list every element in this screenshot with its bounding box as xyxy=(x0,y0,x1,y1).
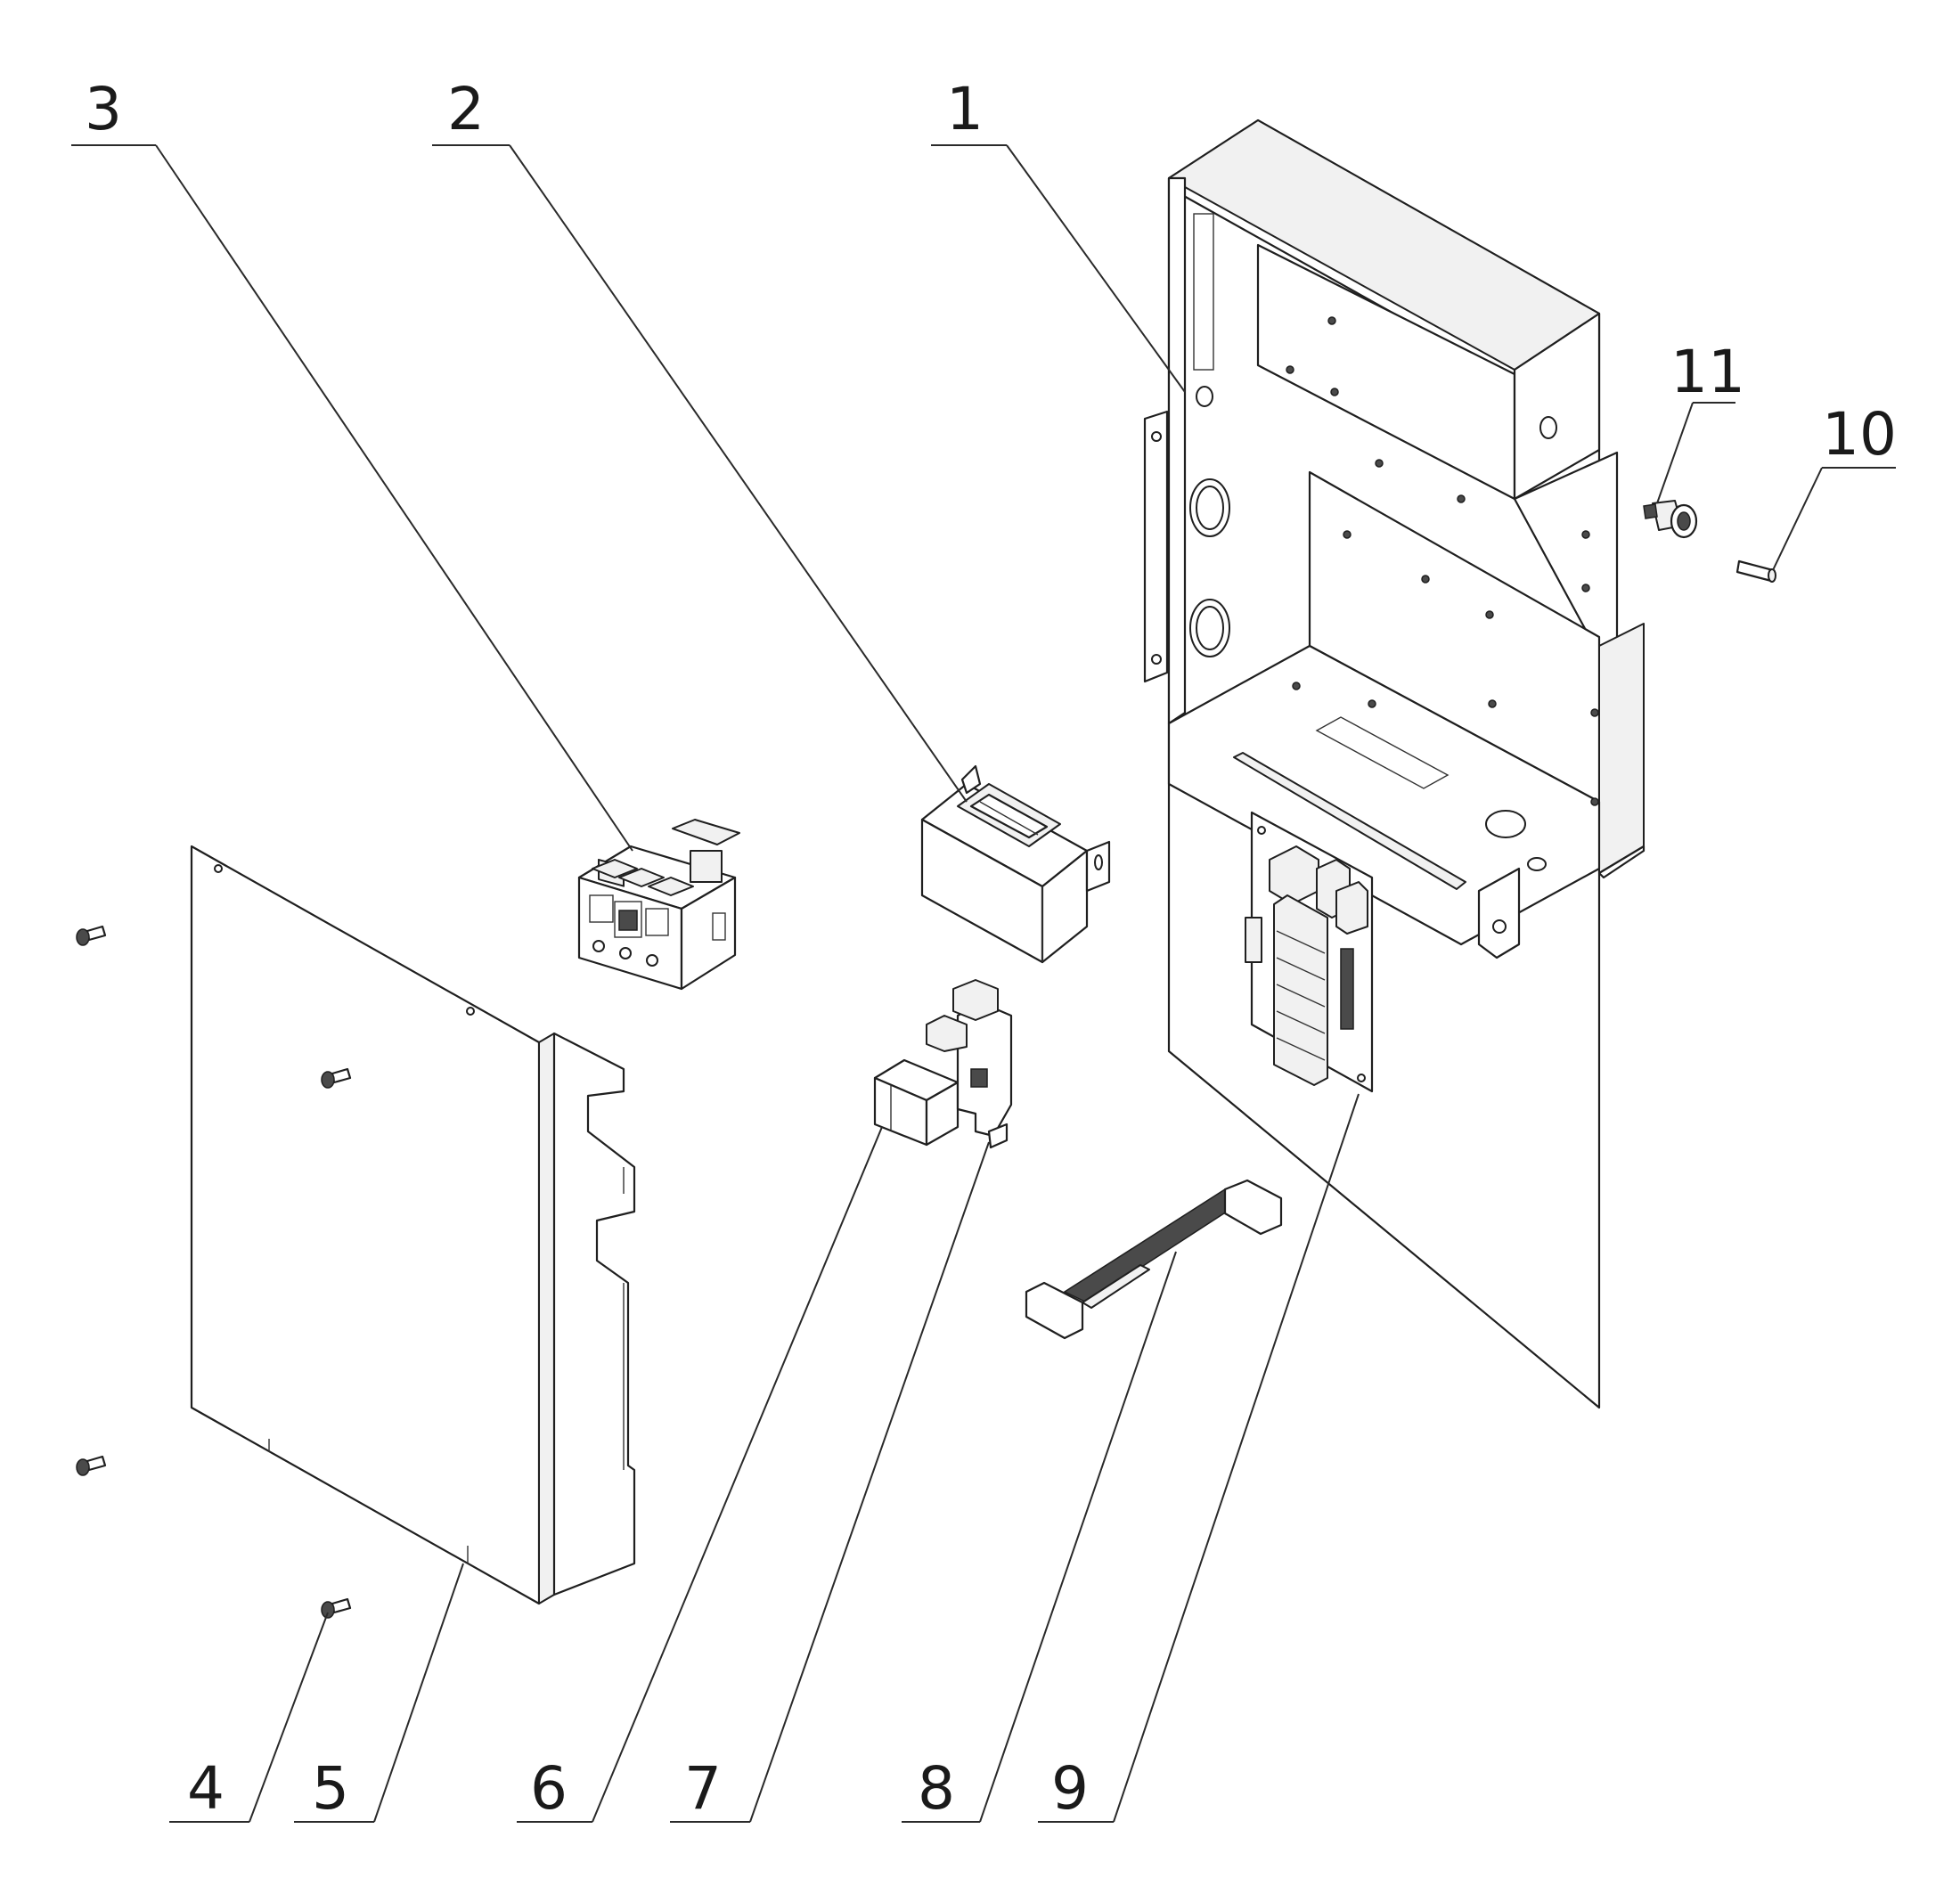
leader-6 xyxy=(592,1126,883,1823)
callout-10: 10 xyxy=(1822,400,1897,469)
leader-4 xyxy=(249,1612,329,1823)
part-5-cover-panel xyxy=(190,845,636,1605)
callout-4: 4 xyxy=(187,1754,225,1823)
callout-1: 1 xyxy=(946,75,984,143)
leader-3 xyxy=(155,144,633,852)
callout-6: 6 xyxy=(530,1754,568,1823)
leader-7 xyxy=(749,1141,990,1823)
leader-8 xyxy=(979,1251,1177,1823)
screw-c xyxy=(76,1455,107,1476)
callout-2: 2 xyxy=(447,75,485,143)
screw-a xyxy=(76,925,107,946)
part-4-screws xyxy=(76,925,352,1619)
callout-9: 9 xyxy=(1051,1754,1089,1823)
part-8-ribbon-cable xyxy=(1025,1179,1283,1340)
part-1-enclosure-box xyxy=(1143,118,1646,1409)
leader-2 xyxy=(509,144,968,803)
callout-labels: 3 2 1 11 10 4 5 6 7 8 9 xyxy=(85,75,1897,1823)
callout-8: 8 xyxy=(918,1754,955,1823)
part-2-transformer xyxy=(920,764,1111,964)
part-9-pcb-board xyxy=(1245,811,1374,1093)
part-11-push-button xyxy=(1643,500,1698,539)
part-6-relay xyxy=(873,1058,960,1147)
part-10-pin xyxy=(1735,559,1776,583)
callout-5: 5 xyxy=(312,1754,349,1823)
screw-d xyxy=(321,1597,352,1619)
part-7-relay-socket xyxy=(926,979,1013,1149)
callout-11: 11 xyxy=(1670,338,1745,406)
callout-7: 7 xyxy=(684,1754,722,1823)
leader-11 xyxy=(1656,402,1694,504)
callout-3: 3 xyxy=(85,75,122,143)
part-3-contactor xyxy=(577,819,740,991)
screw-b xyxy=(321,1067,352,1089)
leader-5 xyxy=(373,1563,464,1823)
leader-9 xyxy=(1113,1093,1360,1823)
leader-1 xyxy=(1006,144,1186,393)
leader-10 xyxy=(1772,467,1823,571)
leader-lines xyxy=(71,144,1896,1823)
